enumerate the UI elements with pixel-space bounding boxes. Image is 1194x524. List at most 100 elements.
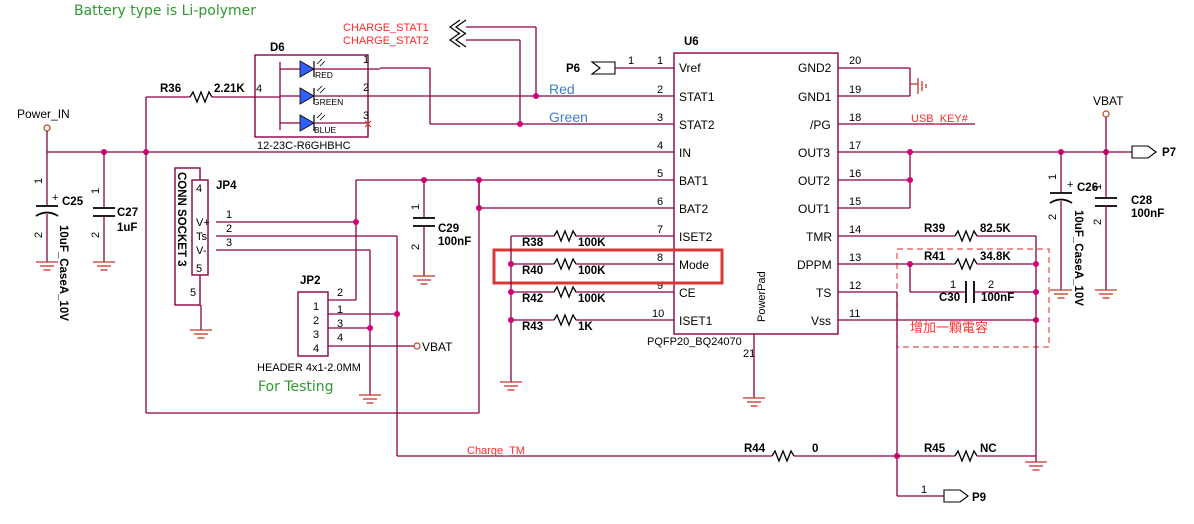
c25-value: 10uF_CaseA_10V bbox=[57, 225, 69, 321]
d6-blue-label: BLUE bbox=[314, 125, 337, 135]
power-in-label: Power_IN bbox=[17, 107, 70, 121]
r44-ref: R44 bbox=[744, 443, 766, 455]
for-testing-note: For Testing bbox=[258, 379, 334, 395]
u6-pin-name-gnd2: GND2 bbox=[798, 61, 832, 75]
c28-capacitor: C28 100nF 1 2 bbox=[1092, 152, 1164, 299]
c26-pin2: 2 bbox=[1047, 214, 1059, 220]
right-ground-symbol bbox=[1024, 461, 1048, 471]
r38-resistor: R38 100K bbox=[511, 229, 674, 249]
jp2-right-num-2: 2 bbox=[337, 287, 343, 299]
usb-key-label: USB_KEY# bbox=[911, 113, 969, 125]
r44-resistor: R44 0 bbox=[744, 443, 897, 463]
jp2-pin-4: 4 bbox=[313, 343, 319, 355]
charge-stat2-offpage-icon bbox=[448, 32, 467, 48]
c27-capacitor: C27 1uF 1 2 bbox=[90, 152, 138, 271]
jp2-right-num-1: 1 bbox=[337, 304, 343, 316]
r45-ref: R45 bbox=[924, 443, 946, 455]
u6-pin-num-20: 20 bbox=[849, 55, 861, 67]
jp4-pin5-bottom: 5 bbox=[190, 287, 196, 299]
c25-capacitor: + C25 10uF_CaseA_10V 1 2 bbox=[33, 152, 84, 321]
u6-pin-name-out3: OUT3 bbox=[798, 146, 830, 160]
green-net-label: Green bbox=[549, 109, 588, 125]
r39-resistor: R39 82.5K bbox=[838, 223, 1036, 243]
u6-pin-name-vss: Vss bbox=[811, 314, 831, 328]
r43-value: 1K bbox=[578, 321, 593, 333]
c29-value: 100nF bbox=[438, 236, 471, 248]
d6-red-label: RED bbox=[315, 70, 333, 80]
r42-value: 100K bbox=[578, 293, 606, 305]
u6-pin-num-1: 1 bbox=[657, 55, 663, 67]
c25-pin1: 1 bbox=[33, 178, 45, 184]
c26-capacitor: + C26 10uF_CaseA_10V 1 2 bbox=[1047, 152, 1098, 306]
svg-text:+: + bbox=[52, 192, 58, 204]
u6-pin-num-7: 7 bbox=[657, 224, 663, 236]
power-in-terminal-icon bbox=[43, 124, 51, 132]
vbat-jp2-terminal-icon bbox=[413, 342, 421, 350]
u6-pin-name-mode: Mode bbox=[679, 258, 709, 272]
c27-value: 1uF bbox=[117, 222, 137, 234]
d6-led-blue: BLUE 3 bbox=[280, 110, 372, 135]
p9-port-icon bbox=[943, 489, 969, 503]
r43-ref: R43 bbox=[522, 321, 543, 333]
r42-resistor: R42 100K bbox=[511, 285, 674, 305]
c29-pin1: 1 bbox=[410, 204, 422, 210]
u6-pin-num-6: 6 bbox=[657, 196, 663, 208]
u6-pin-name-iset2: ISET2 bbox=[679, 230, 713, 244]
u6-left-pins: Vref STAT1 STAT2 IN BAT1 BAT2 ISET2 Mode… bbox=[652, 55, 715, 328]
jp2-pin-1: 1 bbox=[313, 301, 319, 313]
u6-ref: U6 bbox=[684, 36, 699, 48]
u6-ground-symbol bbox=[742, 397, 766, 407]
r36-value: 2.21K bbox=[214, 83, 245, 95]
jp4-pin-num-2: 2 bbox=[226, 223, 232, 235]
c28-pin1: 1 bbox=[1092, 184, 1104, 190]
jp2-pin-2: 2 bbox=[313, 315, 319, 327]
u6-body bbox=[673, 52, 839, 335]
r40-resistor: R40 100K bbox=[511, 257, 674, 277]
d6-green-pin: 2 bbox=[363, 82, 369, 94]
r39-ref: R39 bbox=[924, 223, 945, 235]
d6-blue-no-connect-icon bbox=[364, 120, 372, 128]
u6-pin-num-17: 17 bbox=[849, 140, 861, 152]
r42-ref: R42 bbox=[522, 293, 543, 305]
iset-ground-symbol bbox=[499, 381, 523, 391]
d6-red-pin: 1 bbox=[363, 54, 369, 66]
p7-port-icon bbox=[1131, 145, 1157, 159]
u6-pin-num-16: 16 bbox=[849, 168, 861, 180]
r41-ref: R41 bbox=[924, 251, 946, 263]
jp4-pin-name-ts: Ts bbox=[196, 231, 208, 243]
u6-pin-num-10: 10 bbox=[652, 308, 664, 320]
svg-text:+: + bbox=[1067, 179, 1073, 191]
u6-pin-num-15: 15 bbox=[849, 196, 861, 208]
add-capacitor-note: 增加一顆電容 bbox=[910, 320, 988, 336]
u6-pin-name-dppm: DPPM bbox=[797, 258, 832, 272]
jp2-ref: JP2 bbox=[300, 275, 320, 287]
vbat-top-label: VBAT bbox=[1093, 94, 1124, 108]
u6-pin-name-vref: Vref bbox=[679, 61, 701, 75]
c27-pin1: 1 bbox=[90, 188, 102, 194]
p9-pin-num: 1 bbox=[921, 484, 927, 496]
vbat-jp2-label: VBAT bbox=[422, 340, 453, 354]
r44-value: 0 bbox=[812, 443, 818, 455]
c30-pin2: 2 bbox=[988, 279, 994, 291]
u6-part: PQFP20_BQ24070 bbox=[647, 336, 742, 348]
u6-pin-num-12: 12 bbox=[849, 280, 861, 292]
u6-pin-num-13: 13 bbox=[849, 252, 861, 264]
c30-capacitor: C30 100nF 1 2 bbox=[910, 279, 1036, 304]
charge-tm-label: Charge_TM bbox=[467, 445, 525, 457]
u6-pin-num-9: 9 bbox=[657, 280, 663, 292]
r39-value: 82.5K bbox=[980, 223, 1011, 235]
c28-pin2: 2 bbox=[1092, 219, 1104, 225]
u6-pin-name-iset1: ISET1 bbox=[679, 314, 713, 328]
p9-label: P9 bbox=[972, 492, 986, 504]
c28-value: 100nF bbox=[1131, 208, 1164, 220]
p7-label: P7 bbox=[1162, 147, 1176, 159]
c30-ref: C30 bbox=[939, 292, 960, 304]
u6-pin-name-stat2: STAT2 bbox=[679, 118, 715, 132]
red-net-label: Red bbox=[549, 81, 575, 97]
d6-green-label: GREEN bbox=[313, 97, 343, 107]
c30-pin1: 1 bbox=[950, 279, 956, 291]
d6-led-green: GREEN 2 bbox=[280, 82, 380, 107]
charge-stat1-offpage-icon bbox=[448, 19, 467, 35]
jp4-pin-num-1: 1 bbox=[226, 209, 232, 221]
u6-pin-num-4: 4 bbox=[657, 140, 663, 152]
